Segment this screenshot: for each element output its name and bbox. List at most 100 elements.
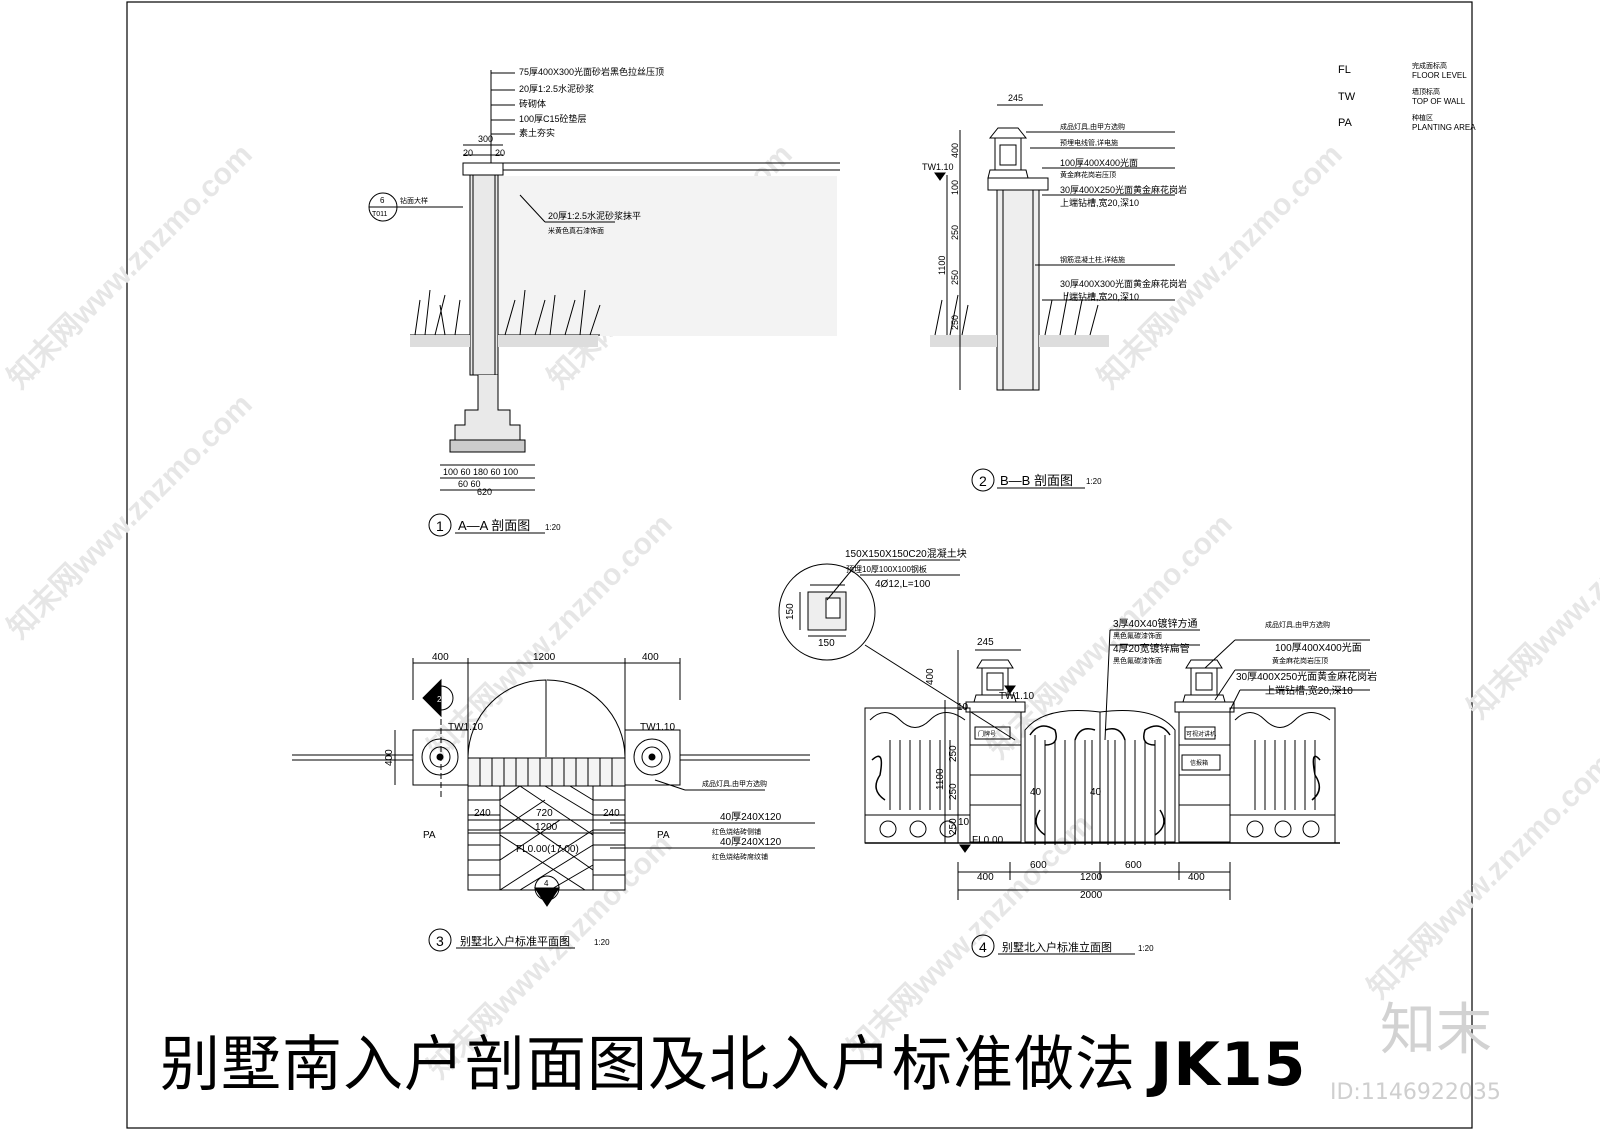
dim: 245 [1008, 93, 1023, 103]
note: 黑色氟碳漆饰面 [1113, 656, 1162, 665]
note: 黄金麻花岗岩压顶 [1060, 170, 1116, 179]
section-scale: 1:20 [594, 938, 610, 947]
dim: 240 [474, 808, 491, 819]
note: 75厚400X300光面砂岩黑色拉丝压顶 [519, 66, 664, 77]
note: 30厚400X250光面黄金麻花岗岩 [1060, 184, 1187, 195]
note: 150X150X150C20混凝土块 [845, 547, 967, 560]
note: 40厚240X120 [720, 811, 782, 823]
dim: 10 [957, 702, 969, 713]
note: 40厚240X120 [720, 836, 782, 848]
section-aa-text: 75厚400X300光面砂岩黑色拉丝压顶 20厚1:2.5水泥砂浆 砖砌体 10… [372, 66, 664, 497]
note: 3厚40X40镀锌方通 [1113, 617, 1197, 630]
gate [1024, 709, 1176, 843]
section-title: A—A 剖面图 [458, 518, 530, 533]
note: 100厚C15砼垫层 [519, 113, 587, 124]
note: 成品灯具,由甲方选购 [1265, 620, 1330, 629]
dim: 20 [463, 148, 473, 158]
label: 40 [1090, 787, 1102, 798]
pa: PA [657, 830, 670, 841]
note: 砖砌体 [519, 98, 546, 109]
label: 40 [1030, 787, 1042, 798]
plan-text: 400 1200 400 400 TW1.10 TW1.10 PA PA 240… [384, 652, 782, 888]
coping [462, 162, 504, 176]
logo-watermark: 知末 [1380, 998, 1492, 1063]
ref-top: 6 [380, 196, 385, 205]
dim: 150 [785, 603, 796, 620]
legend-cn: 完成面标高 [1412, 61, 1447, 70]
level: TW1.10 [999, 691, 1034, 702]
dim: 400 [1188, 872, 1205, 883]
note: 上端钻槽,宽20,深10 [1060, 197, 1139, 208]
sheet-title-text: 别墅南入户剖面图及北入户标准做法 [160, 1030, 1136, 1100]
pillar-cap [987, 177, 1049, 191]
dim: 400 [432, 652, 449, 663]
section-bb [930, 104, 1175, 391]
dim: 1200 [1080, 872, 1103, 883]
dim: 250 [948, 783, 959, 800]
section-number: 4 [979, 939, 987, 955]
fence-right [1229, 707, 1336, 844]
ref-note: 钻面大样 [400, 196, 428, 205]
legend-code: FL [1338, 64, 1351, 76]
elevation-view [778, 559, 1370, 900]
level: FL0.00 [972, 835, 1004, 846]
dim: 1100 [935, 768, 946, 790]
dim: 1200 [535, 822, 558, 833]
dim: 20 [495, 148, 505, 158]
section-aa [368, 70, 840, 491]
lamp-icon [1182, 659, 1226, 703]
paving-border [467, 757, 626, 787]
legend-cn: 种植区 [1412, 113, 1433, 122]
dim: 400 [642, 652, 659, 663]
watermark-text: 知末网www.znzmo.com [1092, 138, 1349, 395]
note: 素土夯实 [519, 127, 555, 138]
section-mark: 4 [544, 879, 549, 888]
note: 红色烧结砖席纹铺 [712, 852, 768, 861]
legend: FL 完成面标高 FLOOR LEVEL TW 墙顶标高 TOP OF WALL… [1338, 61, 1476, 132]
dim: 60 60 [458, 479, 481, 489]
title-elevation: 4 别墅北入户标准立面图 1:20 [971, 934, 1154, 958]
lamp-icon [973, 659, 1017, 703]
floor-level: FL0.00(17.00) [516, 844, 579, 855]
note: 黑色氟碳漆饰面 [1113, 631, 1162, 640]
section-mark: 2 [437, 695, 442, 704]
dim: 600 [1125, 860, 1142, 871]
section-number: 1 [436, 518, 444, 534]
note: 成品灯具,由甲方选购 [1060, 122, 1125, 131]
note: 100厚400X400光面 [1275, 641, 1362, 654]
pillar-body [996, 189, 1040, 391]
plan-view [292, 658, 815, 907]
title-bb: 2 B—B 剖面图 1:20 [971, 468, 1102, 492]
note: 20厚1:2.5水泥砂浆抹平 [548, 210, 641, 221]
note: 30厚400X250光面黄金麻花岗岩 [1236, 670, 1377, 683]
dim: 620 [477, 487, 492, 497]
note: 预埋电线管,详电施 [1060, 138, 1118, 147]
section-scale: 1:20 [545, 523, 561, 532]
dim: 400 [950, 143, 960, 158]
footing [454, 375, 521, 441]
section-title: 别墅北入户标准立面图 [1002, 940, 1112, 954]
note: 米黄色真石漆饰面 [548, 226, 604, 235]
section-number: 2 [979, 473, 987, 489]
title-plan: 3 别墅北入户标准平面图 1:20 [428, 928, 610, 952]
dim: 100 60 180 60 100 [443, 467, 518, 477]
dim: 250 [950, 270, 960, 285]
pa: PA [423, 830, 436, 841]
note: 成品灯具,由甲方选购 [702, 779, 767, 788]
note: 4厚20宽镀锌扁管 [1113, 642, 1190, 655]
note: 30厚400X300光面黄金麻花岗岩 [1060, 278, 1187, 289]
dim: 1100 [937, 256, 947, 275]
legend-en: FLOOR LEVEL [1412, 71, 1467, 80]
lamp-icon [987, 127, 1029, 179]
watermark-text: 知末网www.znzmo.com [2, 388, 259, 645]
title-aa: 1 A—A 剖面图 1:20 [428, 513, 561, 537]
soil-fill [497, 176, 837, 336]
watermark-text: 知末网www.znzmo.com [1362, 748, 1600, 1005]
dim: 240 [603, 808, 620, 819]
watermark-text: 知末网www.znzmo.com [1462, 468, 1600, 725]
section-title: B—B 剖面图 [1000, 473, 1073, 488]
dim: 100 [950, 180, 960, 195]
dim: 300 [478, 134, 493, 144]
